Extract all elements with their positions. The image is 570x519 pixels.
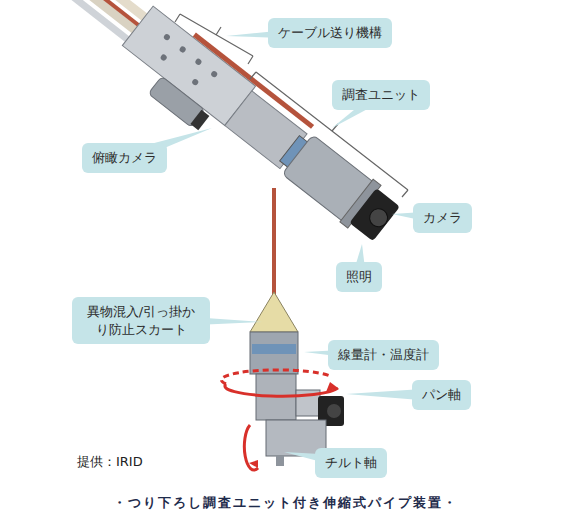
callout-text: 俯瞰カメラ [92, 149, 157, 167]
callout-text: 線量計・温度計 [338, 346, 429, 364]
caption: ・つり下ろし調査ユニット付き伸縮式パイプ装置・ [0, 494, 570, 512]
callout-text: チルト軸 [325, 454, 377, 472]
callout-text: ケーブル送り機構 [278, 24, 382, 42]
callout-text: 調査ユニット [342, 86, 420, 104]
callout-text: 異物混入/引っ掛かり防止スカート [82, 303, 200, 338]
callout-box: 調査ユニット [332, 80, 430, 110]
credit-note: 提供：IRID [77, 453, 143, 471]
callout-box: パン軸 [412, 380, 471, 410]
callout-box: 照明 [336, 262, 382, 292]
callout-text: 照明 [346, 268, 372, 286]
callout-text: カメラ [423, 209, 462, 227]
callout-box: 線量計・温度計 [328, 340, 439, 370]
callout-box: 異物混入/引っ掛かり防止スカート [72, 297, 210, 344]
callout-box: 俯瞰カメラ [82, 143, 167, 173]
callout-box: チルト軸 [315, 448, 387, 478]
callout-box: ケーブル送り機構 [268, 18, 392, 48]
callout-box: カメラ [413, 203, 472, 233]
callout-text: パン軸 [422, 386, 461, 404]
